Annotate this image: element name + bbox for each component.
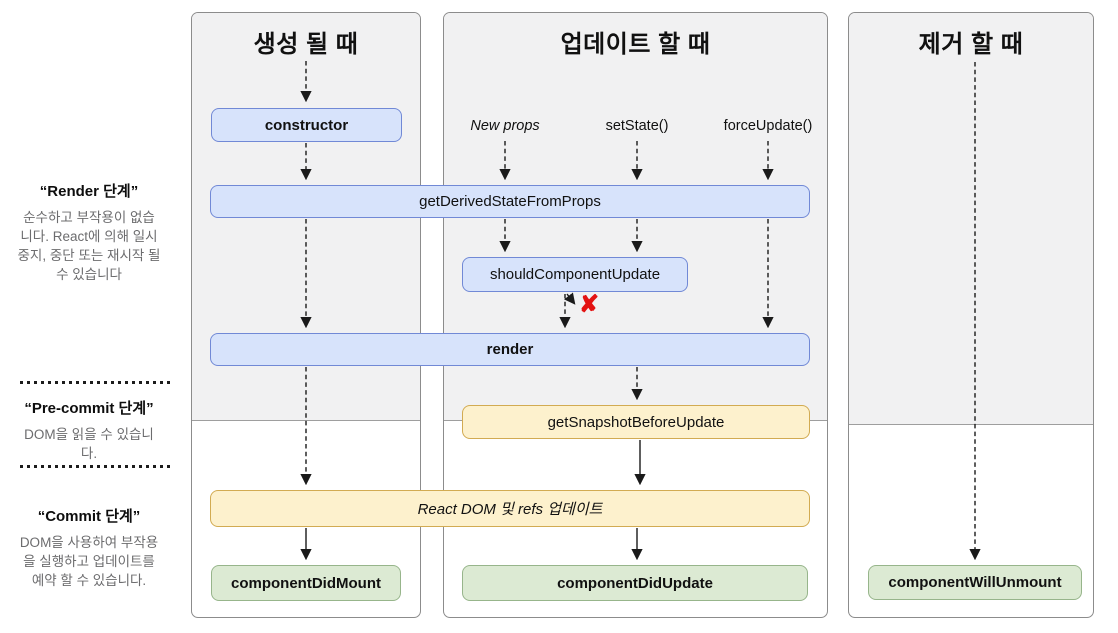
panel-update: 업데이트 할 때: [443, 12, 828, 618]
box-react-dom-refs-update: React DOM 및 refs 업데이트: [210, 490, 810, 527]
box-render: render: [210, 333, 810, 366]
box-component-did-mount: componentDidMount: [211, 565, 401, 601]
box-get-snapshot-before-update: getSnapshotBeforeUpdate: [462, 405, 810, 439]
trigger-new-props: New props: [470, 118, 540, 134]
trigger-set-state: setState(): [605, 118, 669, 134]
phase-render-title: “Render 단계”: [39, 183, 139, 200]
phase-render-description: 순수하고 부작용이 없습 니다. React에 의해 일시 중지, 중단 또는 …: [17, 210, 161, 282]
phase-precommit: “Pre-commit 단계” DOM을 읽을 수 있습니 다.: [0, 397, 178, 463]
box-should-component-update: shouldComponentUpdate: [462, 257, 688, 292]
phase-commit: “Commit 단계” DOM을 사용하여 부작용 을 실행하고 업데이트를 예…: [0, 505, 178, 590]
phase-divider-bottom: [20, 465, 170, 468]
box-constructor: constructor: [211, 108, 402, 142]
blocked-x-icon: ✘: [579, 291, 600, 318]
column-title-update: 업데이트 할 때: [560, 31, 711, 58]
box-get-derived-state-from-props: getDerivedStateFromProps: [210, 185, 810, 218]
column-title-unmount: 제거 할 때: [918, 31, 1024, 58]
panel-mount: 생성 될 때: [191, 12, 421, 618]
column-title-mount: 생성 될 때: [253, 31, 359, 58]
phase-commit-title: “Commit 단계”: [37, 508, 141, 525]
box-component-will-unmount: componentWillUnmount: [868, 565, 1082, 600]
phase-render: “Render 단계” 순수하고 부작용이 없습 니다. React에 의해 일…: [0, 180, 178, 284]
trigger-force-update: forceUpdate(): [723, 118, 813, 134]
box-component-did-update: componentDidUpdate: [462, 565, 808, 601]
panel-unmount-render-phase-area: [849, 13, 1093, 425]
phase-precommit-title: “Pre-commit 단계”: [24, 400, 154, 417]
phase-divider-top: [20, 381, 170, 384]
panel-unmount: 제거 할 때: [848, 12, 1094, 618]
phase-commit-description: DOM을 사용하여 부작용 을 실행하고 업데이트를 예약 할 수 있습니다.: [19, 535, 159, 588]
phase-precommit-description: DOM을 읽을 수 있습니 다.: [24, 427, 154, 461]
